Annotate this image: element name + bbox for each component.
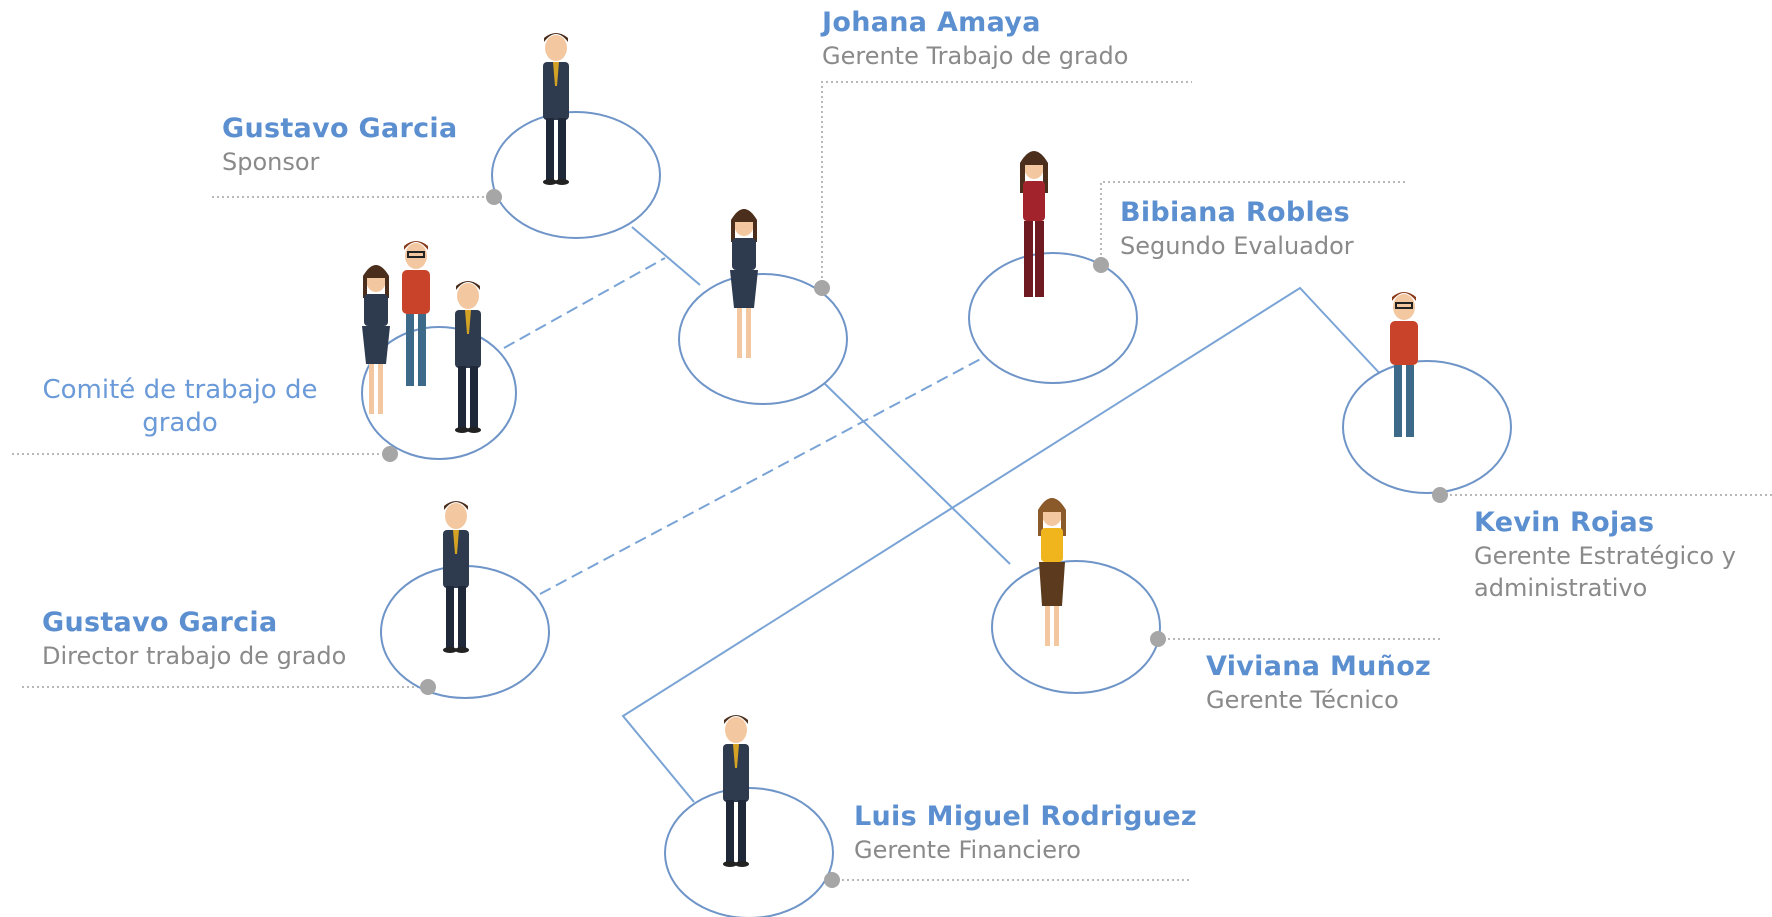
person-role: Segundo Evaluador bbox=[1120, 232, 1354, 260]
person-role: Director trabajo de grado bbox=[42, 642, 347, 670]
person-name: Gustavo Garcia bbox=[222, 113, 458, 144]
person-name: Viviana Muñoz bbox=[1206, 651, 1432, 682]
label-viviana: Viviana Muñoz Gerente Técnico bbox=[1206, 650, 1431, 716]
person-role: Sponsor bbox=[222, 148, 320, 176]
circle-sponsor bbox=[491, 111, 661, 239]
guide-johana bbox=[821, 81, 1192, 288]
person-name: Bibiana Robles bbox=[1120, 197, 1350, 228]
circle-luis bbox=[664, 787, 834, 917]
person-role: Gerente Estratégico y administrativo bbox=[1474, 542, 1736, 602]
dot-bibiana bbox=[1093, 257, 1109, 273]
circle-bibiana bbox=[968, 252, 1138, 384]
circle-johana bbox=[678, 273, 848, 405]
person-name: Johana Amaya bbox=[822, 7, 1041, 38]
circle-kevin bbox=[1342, 360, 1512, 494]
person-name: Luis Miguel Rodriguez bbox=[854, 801, 1197, 832]
person-role: Gerente Financiero bbox=[854, 836, 1081, 864]
label-director: Gustavo Garcia Director trabajo de grado bbox=[42, 606, 346, 672]
circle-viviana bbox=[991, 560, 1161, 694]
person-role: Gerente Trabajo de grado bbox=[822, 42, 1129, 70]
person-name: Gustavo Garcia bbox=[42, 607, 278, 638]
connector-sponsor-gerente bbox=[631, 226, 701, 286]
guide-bibiana bbox=[1100, 181, 1405, 265]
label-luis: Luis Miguel Rodriguez Gerente Financiero bbox=[854, 800, 1197, 866]
connector-director-bibiana bbox=[539, 354, 989, 595]
connector-luis-kevin bbox=[621, 286, 1385, 803]
connector-gerente-viviana bbox=[824, 383, 1011, 565]
dot-johana bbox=[814, 280, 830, 296]
label-johana: Johana Amaya Gerente Trabajo de grado bbox=[822, 6, 1128, 72]
person-role: Gerente Técnico bbox=[1206, 686, 1399, 714]
dot-comite bbox=[382, 446, 398, 462]
label-sponsor: Gustavo Garcia Sponsor bbox=[222, 112, 458, 178]
dot-viviana bbox=[1150, 631, 1166, 647]
connector-comite-gerente bbox=[503, 257, 666, 349]
label-bibiana: Bibiana Robles Segundo Evaluador bbox=[1120, 196, 1354, 262]
committee-label: Comité de trabajo de grado bbox=[42, 375, 318, 438]
dot-luis bbox=[824, 872, 840, 888]
dot-sponsor bbox=[486, 189, 502, 205]
label-kevin: Kevin Rojas Gerente Estratégico y admini… bbox=[1474, 506, 1764, 604]
person-name: Kevin Rojas bbox=[1474, 507, 1655, 538]
dot-kevin bbox=[1432, 487, 1448, 503]
dot-director bbox=[420, 679, 436, 695]
